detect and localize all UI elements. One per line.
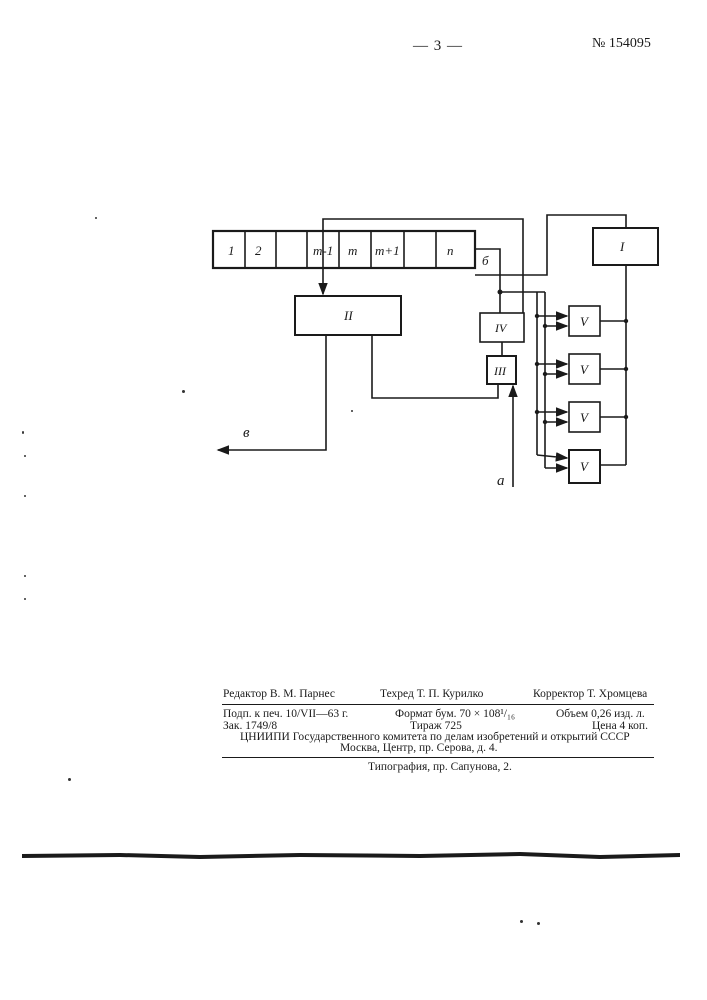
imprint-rule-top: [222, 704, 654, 705]
block-V-4-label: V: [580, 459, 590, 474]
scan-speck: [520, 920, 523, 923]
label-b: б: [482, 253, 489, 268]
techred: Техред Т. П. Курилко: [380, 688, 483, 700]
paper-format: Формат бум. 70 × 108¹/₁₆: [395, 708, 515, 720]
block-V-1-label: V: [580, 314, 590, 329]
cell-m: m: [348, 243, 357, 258]
label-v: в: [243, 425, 250, 441]
scan-speck: [24, 455, 26, 457]
imprint-rule-bottom: [222, 757, 654, 758]
signed-date: Подп. к печ. 10/VII—63 г.: [223, 708, 348, 720]
editor: Редактор В. М. Парнес: [223, 688, 335, 700]
scan-speck: [24, 575, 26, 577]
scan-speck: [68, 778, 71, 781]
block-I: [593, 228, 658, 265]
scan-speck: [22, 431, 24, 434]
scan-edge-band: [0, 840, 707, 870]
block-III-label: III: [493, 364, 507, 378]
block-V-3-label: V: [580, 410, 590, 425]
scan-speck: [537, 922, 540, 925]
cell-m-1: m-1: [313, 243, 333, 258]
scan-speck: [182, 390, 185, 393]
address: Москва, Центр, пр. Серова, д. 4.: [340, 742, 497, 754]
scan-speck: [24, 495, 26, 497]
printing-house: Типография, пр. Сапунова, 2.: [368, 761, 512, 773]
block-V-2-label: V: [580, 362, 590, 377]
cell-n: n: [447, 243, 454, 258]
corrector: Корректор Т. Хромцева: [533, 688, 647, 700]
cell-2: 2: [255, 243, 262, 258]
volume: Объем 0,26 изд. л.: [556, 708, 645, 720]
scan-speck: [351, 410, 353, 412]
cell-m+1: m+1: [375, 243, 400, 258]
scan-speck: [95, 217, 97, 219]
block-IV-label: IV: [494, 321, 508, 335]
block-I-label: I: [619, 239, 625, 254]
cell-1: 1: [228, 243, 235, 258]
label-a: а: [497, 473, 505, 489]
block-II-label: II: [343, 308, 353, 323]
scan-speck: [24, 598, 26, 600]
